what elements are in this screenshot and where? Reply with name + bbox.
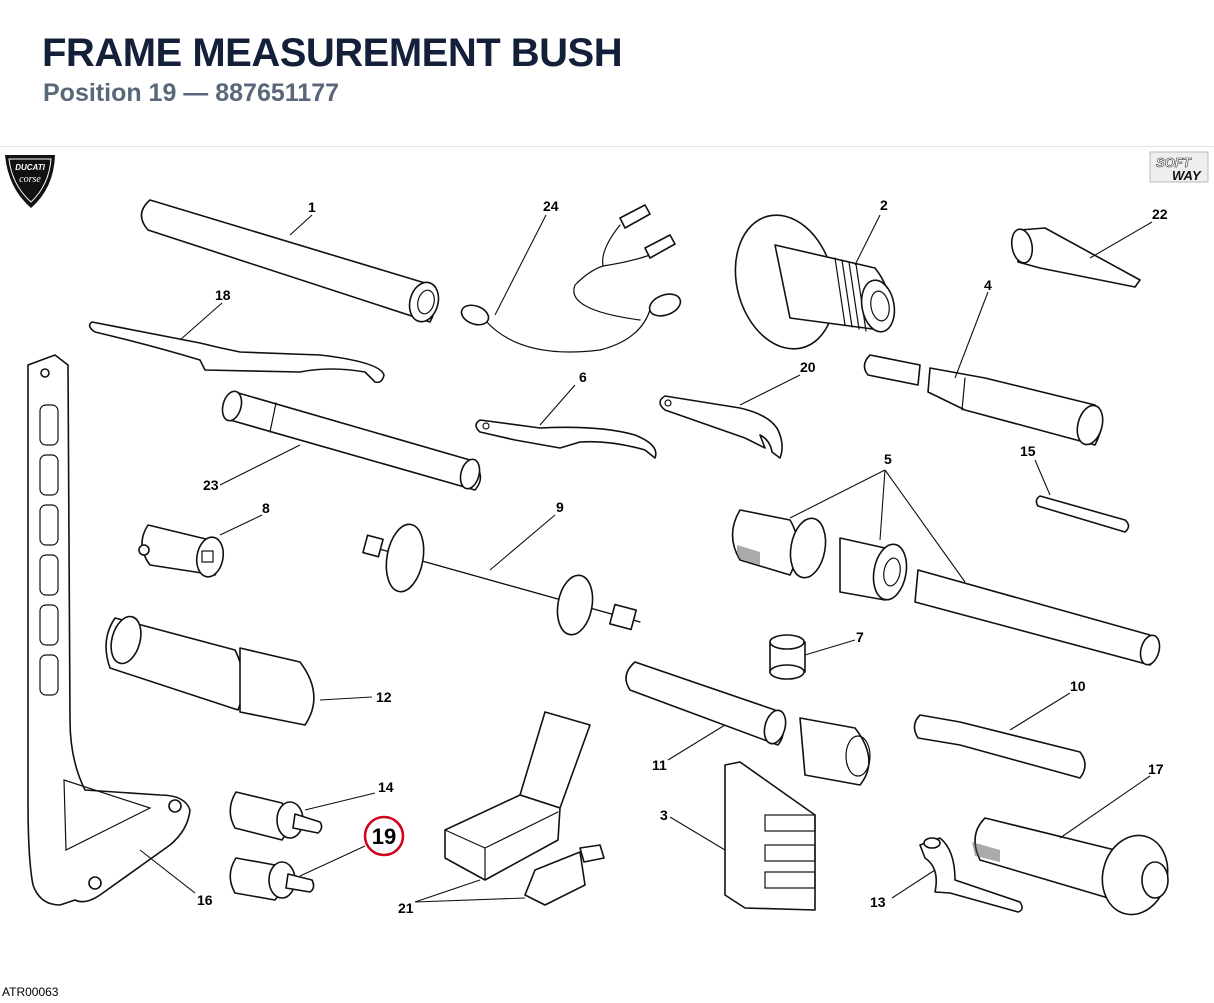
highlight-marker-19[interactable]: 19 — [363, 815, 405, 857]
label-2: 2 — [880, 197, 888, 213]
tool-part-8 — [138, 524, 225, 578]
tool-part-19 — [229, 857, 315, 901]
tool-part-3 — [724, 761, 816, 911]
softway-logo: SOFT WAY — [1149, 151, 1209, 183]
part-labels: 1 2 3 4 5 6 7 8 9 10 11 12 13 14 15 16 1… — [197, 197, 1168, 916]
softway-text-top: SOFT — [1156, 155, 1192, 170]
page-subtitle: Position 19 — 887651177 — [43, 79, 340, 107]
label-12: 12 — [376, 689, 392, 705]
label-6: 6 — [579, 369, 587, 385]
label-8: 8 — [262, 500, 270, 516]
label-11: 11 — [652, 757, 667, 773]
logo-ducati-text: DUCATI — [15, 163, 45, 172]
tool-part-5 — [731, 509, 1161, 666]
tool-part-21 — [444, 711, 605, 906]
tool-part-22 — [1010, 227, 1141, 288]
label-1: 1 — [308, 199, 316, 215]
header-divider — [0, 146, 1214, 147]
tool-part-23 — [221, 390, 482, 491]
label-20: 20 — [800, 359, 816, 375]
label-16: 16 — [197, 892, 213, 908]
tool-part-24 — [460, 204, 682, 353]
tool-part-9 — [362, 523, 641, 636]
tool-part-16 — [27, 354, 191, 906]
label-13: 13 — [870, 894, 886, 910]
tool-part-11 — [625, 661, 871, 786]
page-title: FRAME MEASUREMENT BUSH — [42, 31, 623, 75]
label-21: 21 — [398, 900, 414, 916]
tool-part-6 — [475, 419, 657, 459]
tool-part-7 — [769, 634, 806, 680]
tool-part-1 — [140, 199, 440, 323]
label-9: 9 — [556, 499, 564, 515]
label-18: 18 — [215, 287, 231, 303]
label-17: 17 — [1148, 761, 1164, 777]
tool-part-10 — [913, 714, 1086, 779]
tool-part-2 — [734, 214, 896, 350]
label-23: 23 — [203, 477, 219, 493]
label-24: 24 — [543, 198, 559, 214]
label-5: 5 — [884, 451, 892, 467]
tool-part-17 — [972, 817, 1169, 916]
label-22: 22 — [1152, 206, 1168, 222]
tool-part-13 — [919, 837, 1023, 913]
tool-part-20 — [659, 395, 783, 459]
label-14: 14 — [378, 779, 394, 795]
leader-lines — [139, 214, 1153, 903]
label-15: 15 — [1020, 443, 1036, 459]
drawing-code: ATR00063 — [2, 985, 59, 999]
label-3: 3 — [660, 807, 668, 823]
highlight-label: 19 — [372, 824, 396, 849]
label-7: 7 — [856, 629, 864, 645]
highlight-ring — [363, 815, 405, 857]
label-4: 4 — [984, 277, 992, 293]
tool-part-18 — [88, 321, 385, 384]
tool-part-12 — [105, 615, 315, 726]
label-10: 10 — [1070, 678, 1086, 694]
softway-text-bottom: WAY — [1172, 168, 1202, 183]
tool-part-14 — [229, 791, 323, 841]
tool-part-4 — [863, 354, 1104, 446]
tool-part-15 — [1035, 495, 1130, 533]
logo-corse-text: corse — [19, 174, 41, 185]
ducati-corse-logo: DUCATI corse — [5, 155, 55, 208]
